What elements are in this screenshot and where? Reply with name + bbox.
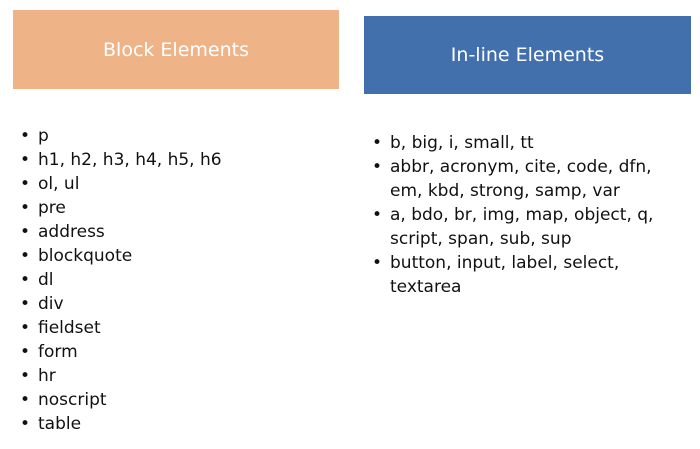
inline-elements-title: In-line Elements [450, 44, 605, 66]
list-item: address [12, 220, 332, 244]
list-item: div [12, 292, 332, 316]
block-elements-list: p h1, h2, h3, h4, h5, h6 ol, ul pre addr… [12, 124, 332, 436]
list-item: blockquote [12, 244, 332, 268]
list-item: ol, ul [12, 172, 332, 196]
block-elements-header: Block Elements [13, 10, 339, 89]
list-item: button, input, label, select, textarea [364, 251, 684, 299]
list-item: fieldset [12, 316, 332, 340]
list-item: pre [12, 196, 332, 220]
list-item: p [12, 124, 332, 148]
list-item: noscript [12, 388, 332, 412]
list-item: b, big, i, small, tt [364, 131, 684, 155]
list-item: abbr, acronym, cite, code, dfn, em, kbd,… [364, 155, 684, 203]
list-item: form [12, 340, 332, 364]
inline-elements-header: In-line Elements [364, 16, 691, 94]
inline-elements-list: b, big, i, small, tt abbr, acronym, cite… [364, 131, 684, 299]
list-item: table [12, 412, 332, 436]
list-item: dl [12, 268, 332, 292]
block-elements-title: Block Elements [103, 38, 249, 61]
list-item: hr [12, 364, 332, 388]
list-item: h1, h2, h3, h4, h5, h6 [12, 148, 332, 172]
list-item: a, bdo, br, img, map, object, q, script,… [364, 203, 684, 251]
